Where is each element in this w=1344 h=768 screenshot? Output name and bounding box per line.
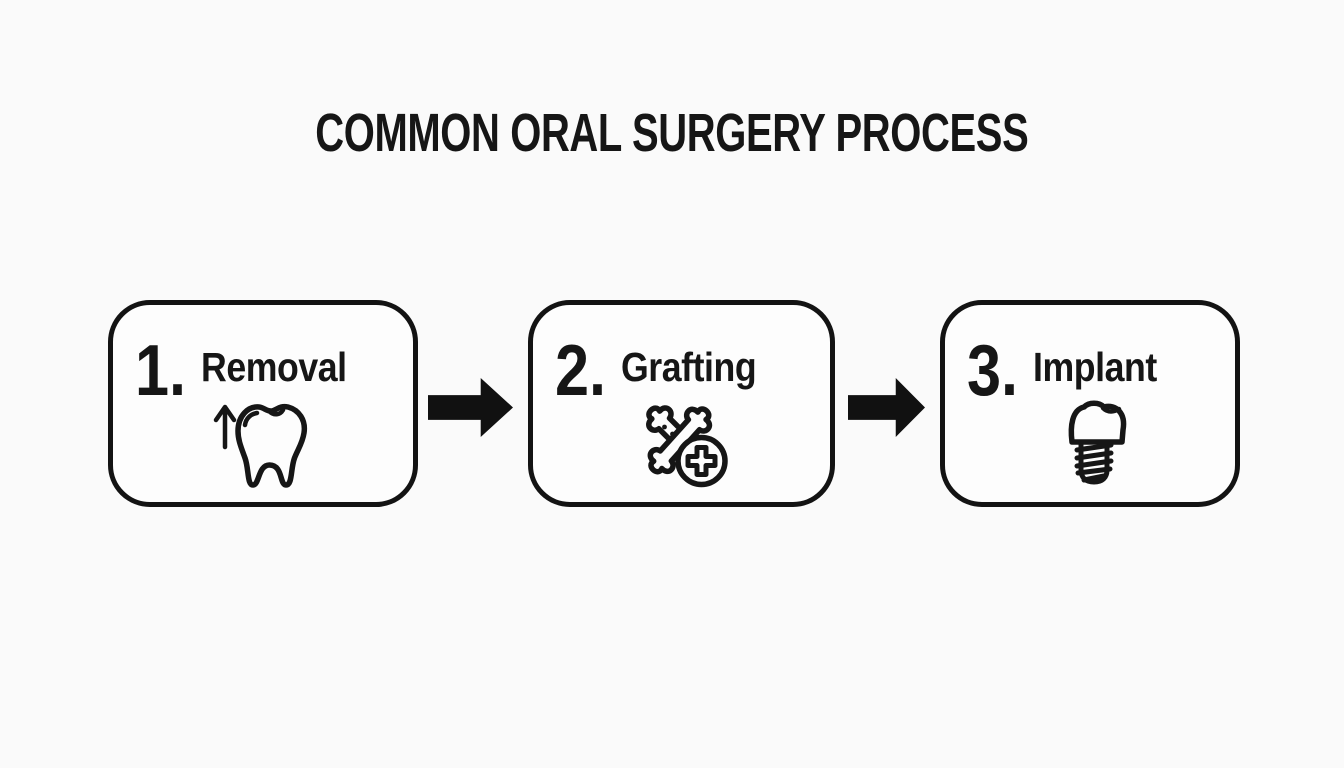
page-title: COMMON ORAL SURGERY PROCESS	[0, 106, 1344, 160]
step-box-implant: 3. Implant	[940, 300, 1240, 507]
step-label: Grafting	[621, 344, 757, 390]
right-arrow-icon	[848, 378, 925, 437]
page-title-text: COMMON ORAL SURGERY PROCESS	[315, 103, 1029, 163]
right-arrow-icon	[428, 378, 513, 437]
dental-implant-icon	[1066, 400, 1130, 488]
tooth-extraction-icon	[213, 397, 313, 492]
step-label: Implant	[1033, 344, 1157, 390]
step-box-grafting: 2. Grafting	[528, 300, 835, 507]
step-number: 3.	[967, 331, 1019, 411]
step-number: 1.	[135, 331, 187, 411]
step-number: 2.	[555, 331, 607, 411]
bone-graft-icon	[634, 397, 729, 489]
step-box-removal: 1. Removal	[108, 300, 418, 507]
step-label: Removal	[201, 344, 347, 390]
